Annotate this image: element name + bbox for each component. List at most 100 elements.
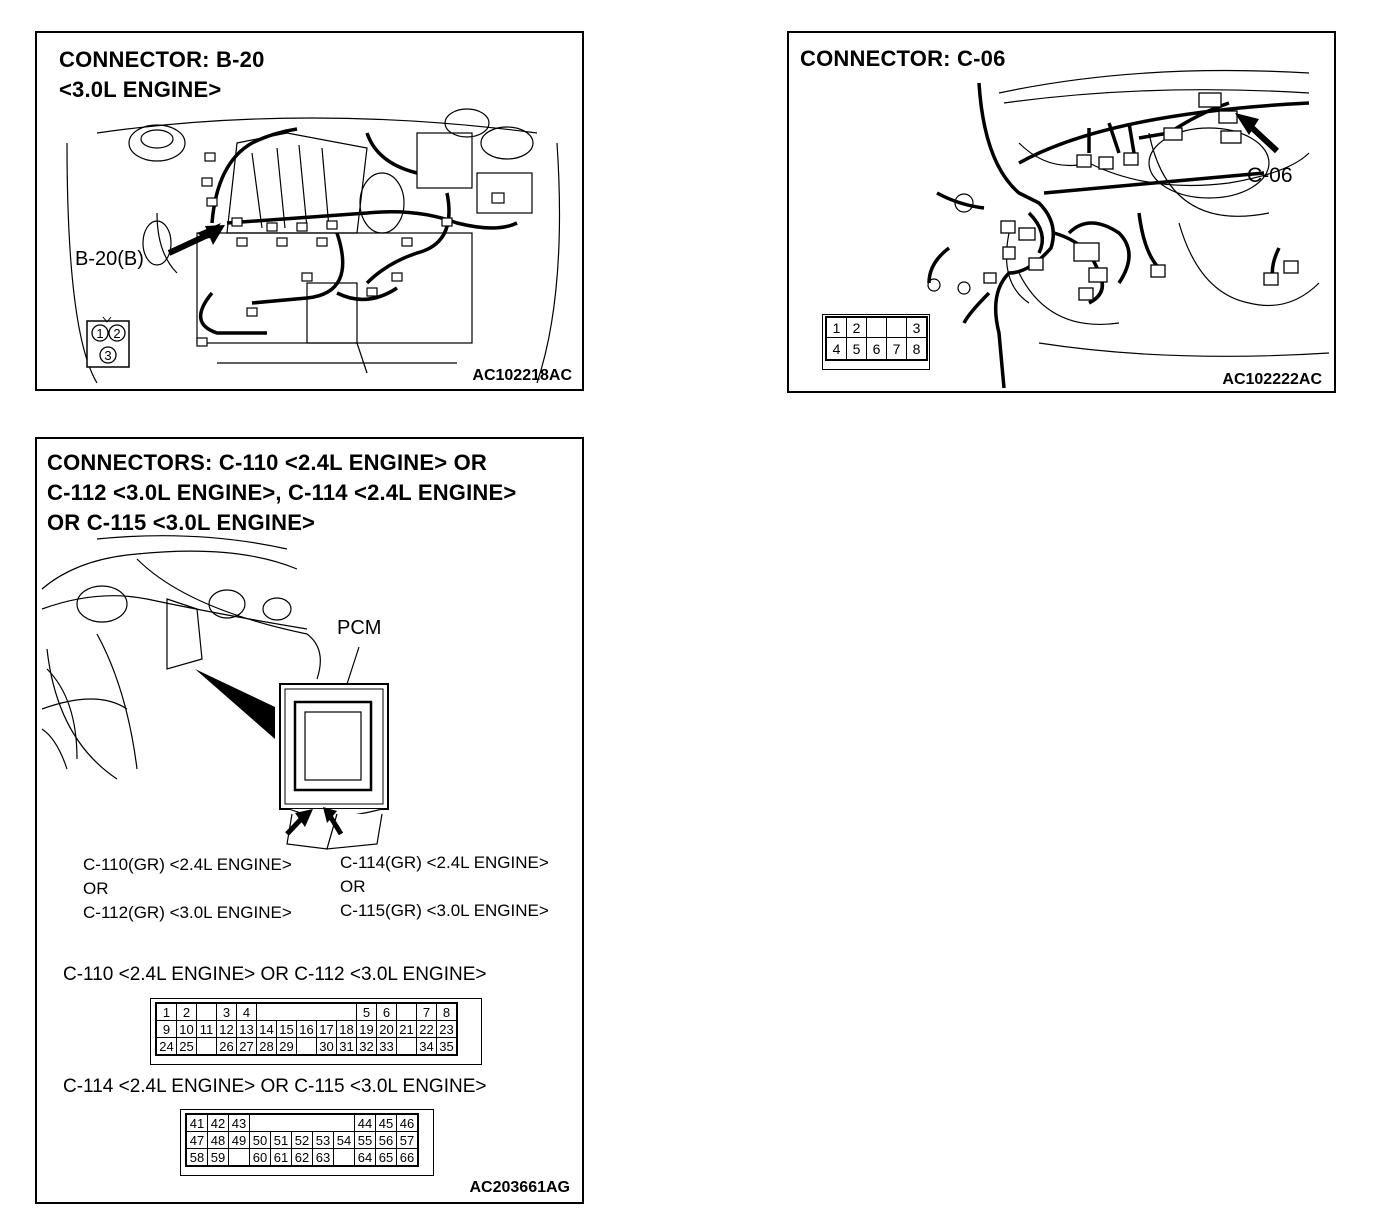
pin-cell: 35 [436, 1037, 458, 1056]
pin-cell: 2 [176, 1002, 197, 1021]
c06-pin-row: 1 2 3 [825, 316, 928, 338]
pin-gap [334, 1149, 355, 1167]
pin-cell: 29 [276, 1037, 297, 1056]
panel-connector-b20: CONNECTOR: B-20 <3.0L ENGINE> [35, 31, 584, 391]
pin-cell: 62 [291, 1148, 313, 1167]
pin-cell: 31 [336, 1037, 357, 1056]
pin-cell: 58 [185, 1148, 208, 1167]
connector2-heading: C-114 <2.4L ENGINE> OR C-115 <3.0L ENGIN… [63, 1076, 487, 1097]
pin-cell: 8 [436, 1002, 458, 1021]
pin-cell: 11 [196, 1020, 217, 1038]
pin-cell: 47 [185, 1131, 208, 1149]
pcm-figure-code: AC203661AG [469, 1179, 571, 1196]
pin-cell: 64 [354, 1148, 376, 1167]
pin-gap [397, 1038, 417, 1056]
pin-cell: 28 [256, 1037, 277, 1056]
pin-cell: 16 [296, 1020, 317, 1038]
b20-callout-label: B-20(B) [75, 248, 144, 270]
c06-pin-gap [867, 317, 887, 338]
pcm-location-illustration [41, 535, 389, 850]
c06-pin-6: 6 [866, 337, 887, 361]
pin-cell: 59 [207, 1148, 229, 1167]
pin-cell: 5 [356, 1002, 377, 1021]
pin-gap [396, 1003, 417, 1021]
pin-gap [316, 1003, 337, 1021]
pin-cell: 3 [216, 1002, 237, 1021]
b20-pin-3: 3 [104, 348, 111, 363]
pin-cell: 12 [216, 1020, 237, 1038]
pin-cell: 23 [436, 1020, 458, 1038]
pin-cell: 21 [396, 1020, 417, 1038]
pin-cell: 27 [236, 1037, 257, 1056]
pin-cell: 9 [155, 1020, 177, 1038]
pin-gap [229, 1149, 250, 1167]
pin-gap [312, 1114, 334, 1132]
panel-connector-c06: CONNECTOR: C-06 [787, 31, 1336, 393]
pin-cell: 42 [207, 1113, 229, 1132]
c06-figure-code: AC102222AC [1222, 371, 1322, 388]
b20-title-line2: <3.0L ENGINE> [59, 77, 222, 102]
pin-cell: 60 [249, 1148, 271, 1167]
pin-gap [196, 1003, 217, 1021]
c06-pin-5: 5 [846, 337, 867, 361]
pin-cell: 48 [207, 1131, 229, 1149]
pcm-right-callout-line2: OR [340, 877, 366, 896]
pin-cell: 24 [155, 1037, 177, 1056]
pin-gap [276, 1003, 297, 1021]
pin-gap [297, 1038, 317, 1056]
pin-cell: 13 [236, 1020, 257, 1038]
pin-gap [291, 1114, 313, 1132]
pcm-title-line2: C-112 <3.0L ENGINE>, C-114 <2.4L ENGINE> [47, 480, 517, 505]
pin-cell: 51 [270, 1131, 292, 1149]
pin-gap [336, 1003, 357, 1021]
pin-cell: 63 [312, 1148, 334, 1167]
c06-pin-2: 2 [846, 316, 867, 338]
c06-pin-8: 8 [906, 337, 928, 361]
c06-pin-1: 1 [825, 316, 847, 338]
pin-cell: 17 [316, 1020, 337, 1038]
pin-cell: 46 [396, 1113, 419, 1132]
b20-title-line1: CONNECTOR: B-20 [59, 47, 265, 72]
pin-cell: 43 [228, 1113, 250, 1132]
pin-cell: 30 [316, 1037, 337, 1056]
pin-cell: 65 [375, 1148, 397, 1167]
pin-cell: 1 [155, 1002, 177, 1021]
c06-pin-3: 3 [906, 316, 928, 338]
pcm-title-line1: CONNECTORS: C-110 <2.4L ENGINE> OR [47, 450, 488, 475]
pin-cell: 14 [256, 1020, 277, 1038]
pin-gap [333, 1114, 355, 1132]
pin-cell: 54 [333, 1131, 355, 1149]
pcm-label: PCM [337, 617, 382, 639]
pin-cell: 45 [375, 1113, 397, 1132]
pin-gap [197, 1038, 217, 1056]
pin-gap [270, 1114, 292, 1132]
connector1-pin-diagram [150, 998, 482, 1065]
b20-pin-2: 2 [113, 326, 120, 341]
pin-cell: 20 [376, 1020, 397, 1038]
c06-pin-7: 7 [886, 337, 907, 361]
pin-cell: 61 [270, 1148, 292, 1167]
pin-cell: 4 [236, 1002, 257, 1021]
pin-cell: 15 [276, 1020, 297, 1038]
pin-cell: 32 [356, 1037, 377, 1056]
pin-cell: 7 [416, 1002, 437, 1021]
pin-cell: 6 [376, 1002, 397, 1021]
connector1-heading: C-110 <2.4L ENGINE> OR C-112 <3.0L ENGIN… [63, 964, 487, 985]
b20-pin-1: 1 [96, 326, 103, 341]
pin-cell: 19 [356, 1020, 377, 1038]
c06-pin-4: 4 [825, 337, 847, 361]
c06-pin-table: 1 2 3 4 5 6 7 8 [825, 316, 928, 361]
pcm-left-callout-line2: OR [83, 879, 109, 898]
pin-cell: 33 [376, 1037, 397, 1056]
pin-gap [256, 1003, 277, 1021]
pin-cell: 41 [185, 1113, 208, 1132]
pin-cell: 22 [416, 1020, 437, 1038]
c06-pin-row: 4 5 6 7 8 [825, 337, 928, 361]
pin-cell: 56 [375, 1131, 397, 1149]
pin-cell: 66 [396, 1148, 419, 1167]
pin-cell: 10 [176, 1020, 197, 1038]
